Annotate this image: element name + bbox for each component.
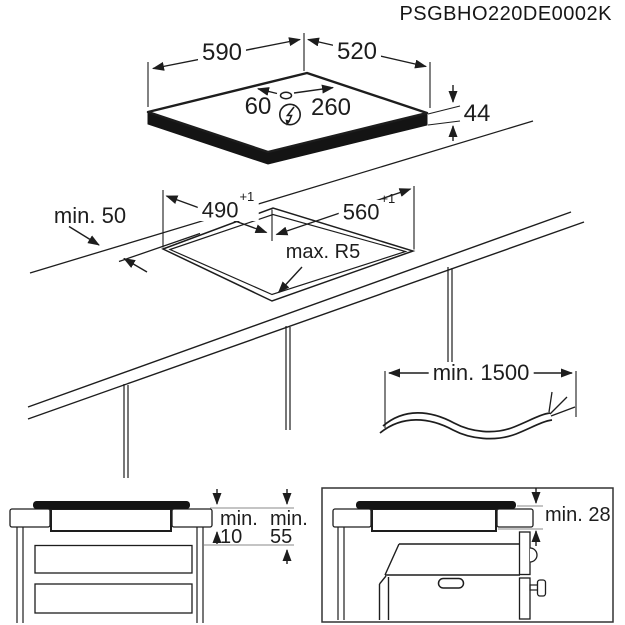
- view-frame: [321, 487, 614, 623]
- worktop-right: [171, 508, 213, 528]
- worktop-left: [332, 508, 372, 528]
- oven-body: [378, 543, 520, 620]
- dim-label-connection-right: 260: [310, 94, 352, 121]
- min50-arrows: [68, 225, 148, 273]
- dim-label-cable-length: min. 1500: [428, 362, 534, 384]
- drawing-code: PSGBHO220DE0002K: [399, 3, 612, 25]
- dim-60-arrow: [257, 87, 278, 96]
- oven-knob: [536, 579, 547, 597]
- hob-glass-profile: [356, 501, 516, 509]
- mains-connection-point: [279, 91, 293, 100]
- cabinet-walls: [16, 527, 204, 623]
- radius-leader-arrow: [277, 266, 303, 294]
- dim-label-connection-left: 60: [244, 93, 272, 120]
- tolerance: +1: [239, 189, 255, 204]
- cabinet-legs: [123, 267, 453, 478]
- worktop-right: [496, 508, 534, 528]
- worktop-front-edge: [27, 211, 585, 420]
- worktop-left: [9, 508, 51, 528]
- reference-lines: [204, 507, 294, 546]
- extension-lines: [147, 33, 461, 126]
- lightning-circle-icon: [278, 103, 301, 126]
- hob-glass-profile: [33, 501, 190, 509]
- drawer-front-lower: [34, 583, 193, 614]
- dim-label-oven-clearance: min. 28: [545, 504, 611, 526]
- dim-label-drawer-clearance: min. 55: [270, 508, 308, 548]
- oven-handle: [437, 577, 465, 589]
- cabinet-wall: [337, 527, 345, 620]
- dim-label-cutout-width: 560+1: [338, 192, 400, 224]
- hob-body: [50, 508, 172, 532]
- dim-label-depth: 520: [332, 40, 382, 64]
- dim-label-cutout-depth: 490+1: [197, 190, 259, 222]
- oven-side-panel: [518, 531, 547, 620]
- cutout-edge-extension: [118, 232, 201, 263]
- dim-260-arrow: [293, 84, 334, 94]
- hob-body: [371, 508, 497, 532]
- drawer-front-upper: [34, 544, 193, 574]
- dim-label-width: 590: [197, 41, 247, 65]
- dim-label-corner-radius: max. R5: [285, 241, 361, 263]
- oven-installation-view: [321, 487, 614, 623]
- oven-hinge-bump: [529, 547, 538, 563]
- dim-label-hob-gap: min. 10: [220, 508, 258, 548]
- worktop-cutout-view: [27, 120, 585, 478]
- cable-wire-ends: [548, 391, 576, 417]
- cutout-extension-lines: [162, 186, 415, 250]
- tolerance: +1: [380, 191, 396, 206]
- oven-knob-stem: [529, 584, 539, 591]
- reference-lines: [498, 505, 543, 530]
- dim-label-height: 44: [463, 100, 491, 127]
- drawer-installation-view: [9, 489, 294, 623]
- drawer-dimension-arrows: [212, 489, 292, 564]
- hob-isometric-view: [146, 33, 461, 165]
- dim-label-wall-clearance: min. 50: [53, 203, 127, 228]
- cable-curve-top: [382, 412, 551, 433]
- cable-curve-bottom: [379, 419, 553, 440]
